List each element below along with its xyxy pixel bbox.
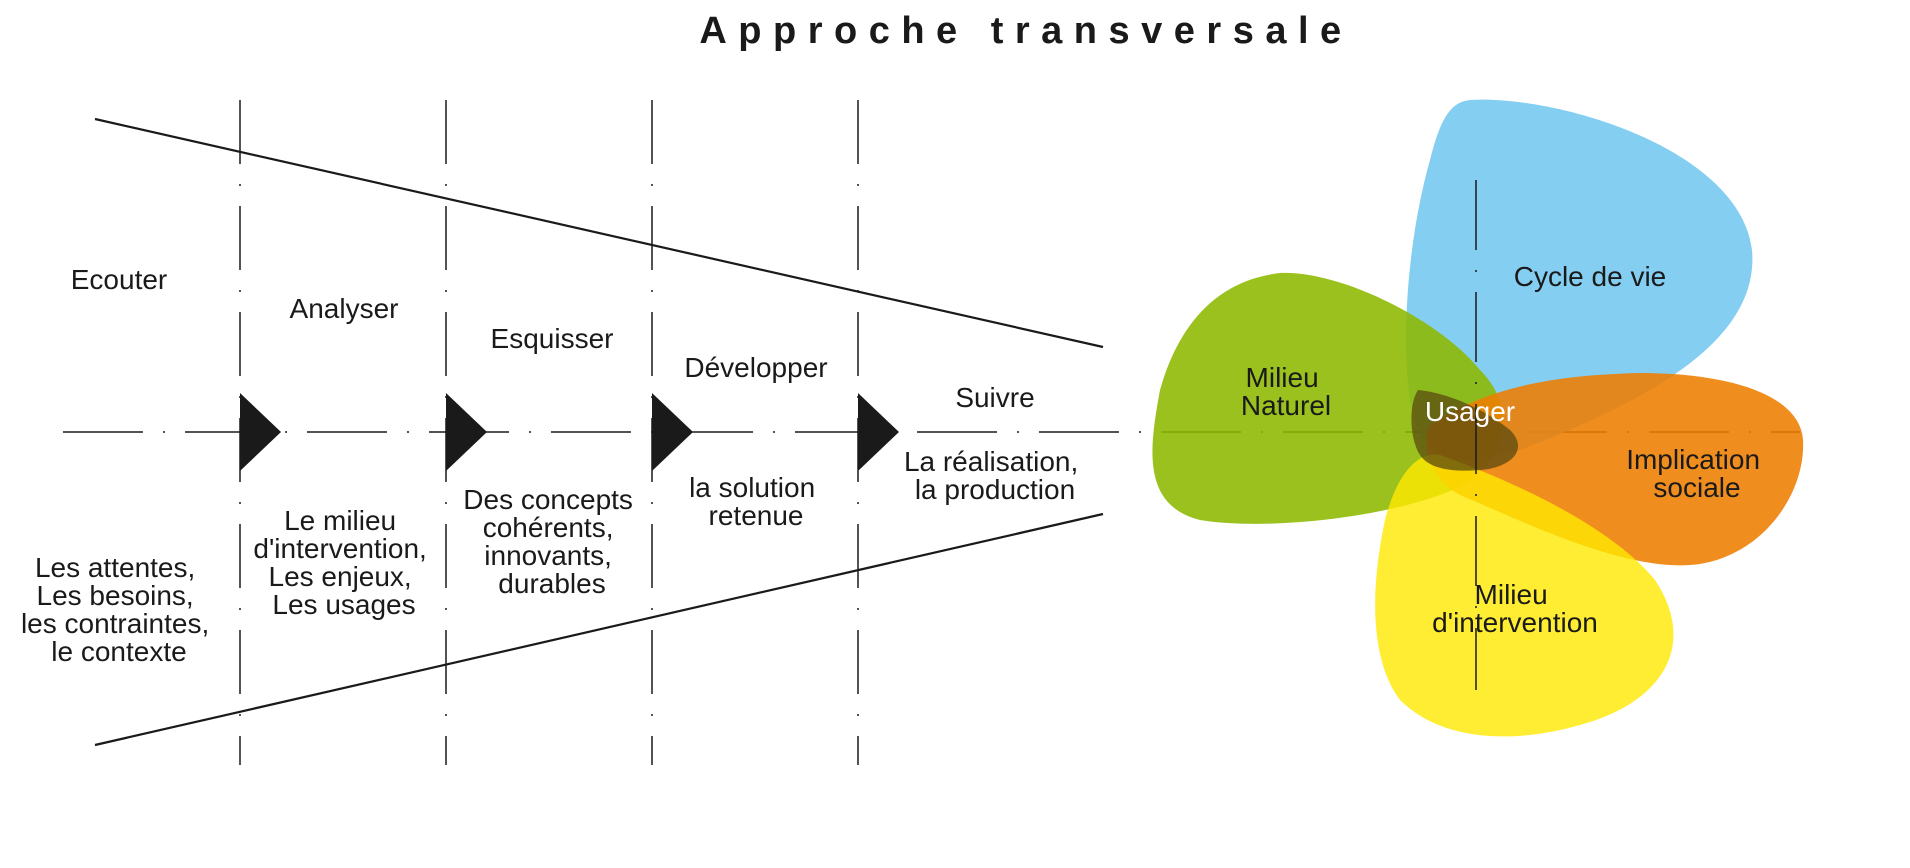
description-line: Les enjeux, (269, 561, 412, 592)
description-line: retenue (709, 500, 804, 531)
phase-arrows (240, 393, 899, 471)
description-line: le contexte (51, 636, 186, 667)
description-line: durables (498, 568, 605, 599)
petal-label-line: d'intervention (1432, 607, 1598, 638)
funnel-top-line (94, 117, 1104, 349)
description-line: la solution (689, 472, 815, 503)
phase-description: la solution retenue (689, 472, 823, 531)
description-line: Les besoins, (37, 580, 194, 611)
petal-label: Milieu d'intervention (1432, 579, 1598, 638)
phase-name: Esquisser (491, 323, 614, 354)
petal-diagram: Cycle de vie Milieu Naturel Implication … (1152, 99, 1804, 737)
petal-label-line: Milieu (1475, 579, 1548, 610)
phase-description: Les attentes, Les besoins, les contraint… (21, 552, 217, 667)
petal-label: Cycle de vie (1514, 261, 1667, 292)
petal-milieu-intervention (1375, 454, 1674, 737)
arrow-icon (240, 393, 281, 471)
arrow-icon (858, 393, 899, 471)
arrow-icon (652, 393, 693, 471)
petal-label-line: sociale (1653, 472, 1740, 503)
phase-description: La réalisation, la production (904, 446, 1086, 505)
description-line: cohérents, (483, 512, 614, 543)
phase-names: Ecouter Analyser Esquisser Développer Su… (71, 264, 1035, 413)
description-line: les contraintes, (21, 608, 209, 639)
petal-milieu-naturel (1152, 272, 1504, 524)
description-line: la production (915, 474, 1075, 505)
petal-label: Milieu Naturel (1241, 362, 1331, 421)
description-line: Des concepts (463, 484, 633, 515)
phase-name: Analyser (290, 293, 399, 324)
phase-descriptions: Les attentes, Les besoins, les contraint… (21, 446, 1086, 667)
usager-label: Usager (1425, 396, 1515, 427)
petal-label-line: Cycle de vie (1514, 261, 1667, 292)
description-line: La réalisation, (904, 446, 1078, 477)
description-line: Le milieu (284, 505, 396, 536)
description-line: d'intervention, (253, 533, 426, 564)
description-line: innovants, (484, 540, 612, 571)
phase-name: Développer (684, 352, 827, 383)
petal-label-line: Implication (1626, 444, 1760, 475)
phase-description: Le milieu d'intervention, Les enjeux, Le… (253, 505, 434, 620)
phase-description: Des concepts cohérents, innovants, durab… (463, 484, 640, 599)
description-line: Les attentes, (35, 552, 195, 583)
petal-cycle-de-vie (1406, 99, 1753, 460)
phase-name: Ecouter (71, 264, 168, 295)
petal-label: Implication sociale (1626, 444, 1768, 503)
diagram-title: Approche transversale (699, 10, 1352, 52)
funnel-bottom-line (94, 512, 1104, 747)
phase-name: Suivre (955, 382, 1034, 413)
petal-label-line: Milieu (1246, 362, 1319, 393)
usager-center (1411, 390, 1519, 471)
arrow-icon (446, 393, 487, 471)
description-line: Les usages (272, 589, 415, 620)
petal-label-line: Naturel (1241, 390, 1331, 421)
